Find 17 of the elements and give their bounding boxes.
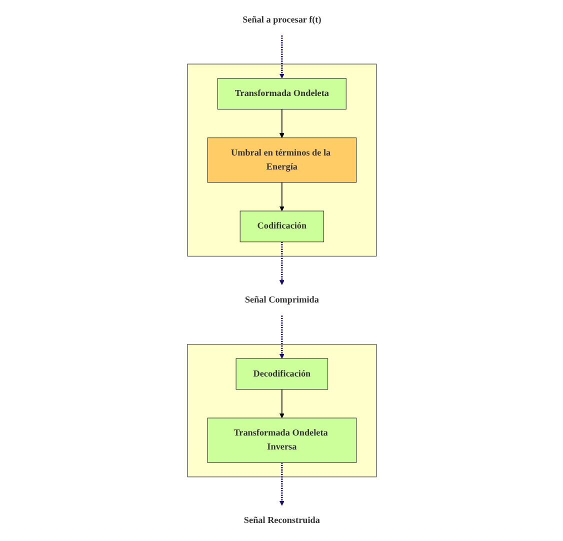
arrow bbox=[278, 389, 284, 418]
node-text: Señal Reconstruida bbox=[243, 516, 320, 526]
node-box: Codificación bbox=[239, 210, 324, 242]
arrow bbox=[278, 242, 284, 286]
arrow bbox=[278, 316, 284, 359]
arrow bbox=[278, 35, 284, 79]
arrow bbox=[278, 462, 284, 506]
node-box: Umbral en términos de la Energía bbox=[206, 138, 356, 183]
node-box: Decodificación bbox=[235, 358, 328, 390]
cluster bbox=[186, 344, 376, 478]
arrow bbox=[278, 182, 284, 212]
cluster bbox=[186, 64, 376, 256]
node-text: Señal Comprimida bbox=[244, 295, 318, 305]
node-box: Transformada Ondeleta bbox=[217, 78, 346, 110]
arrow bbox=[278, 108, 284, 138]
node-box: Transformada Ondeleta Inversa bbox=[206, 418, 356, 463]
node-text: Señal a procesar f(t) bbox=[242, 14, 321, 25]
